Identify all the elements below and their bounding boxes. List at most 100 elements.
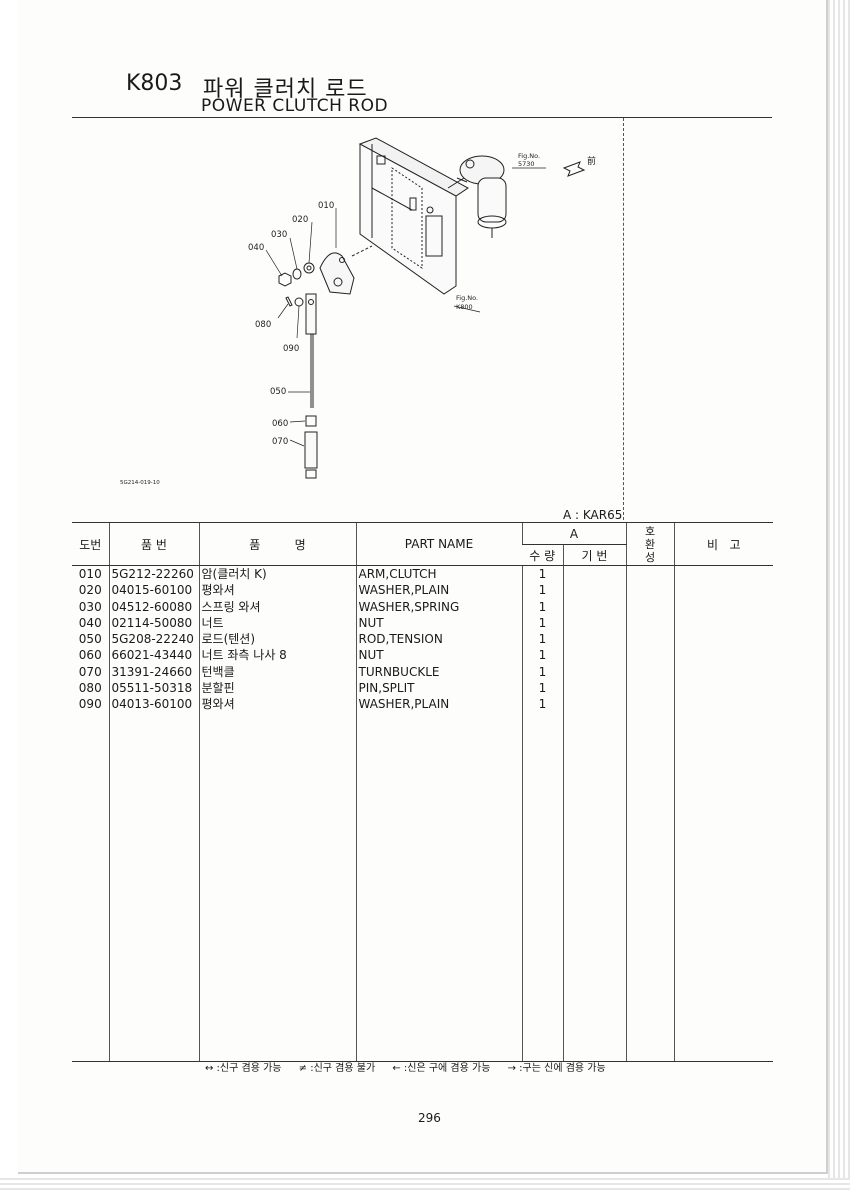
cell-qty: 1 [521,631,563,648]
cell-name-en: WASHER,PLAIN [355,696,522,713]
cell-name-ko: 너트 [198,614,356,632]
header-ref: 도번 [72,522,109,566]
nut-part [278,272,292,287]
cell-name-en: WASHER,SPRING [355,598,522,615]
cell-name-ko: 턴백클 [198,663,356,681]
cell-name-en: TURNBUCKLE [355,663,522,681]
cell-part-no: 04015-60100 [108,582,199,599]
cell-ref: 030 [78,599,102,614]
compatibility-legend: ↔ :신구 겸용 가능 ≠ :신구 겸용 불가 ← :신은 구에 겸용 가능 →… [205,1059,620,1074]
cell-qty: 1 [521,696,563,713]
header-remarks: 비 고 [673,522,773,566]
turnbuckle-part [304,431,318,469]
page-stack-edge-bottom [0,1178,850,1190]
cell-part-no: 5G212-22260 [108,565,199,583]
cell-ref: 040 [78,615,102,630]
legend-new-to-old: ← :신은 구에 겸용 가능 [392,1063,491,1074]
callout-080: 080 [255,320,271,330]
nut-left-thread-part [305,415,317,427]
callout-040: 040 [248,243,264,253]
cell-qty: 1 [521,582,563,599]
title-rule [72,117,772,118]
tension-rod-part [305,293,317,408]
section-title-english: POWER CLUTCH ROD [201,96,389,116]
cell-part-no: 31391-24660 [108,663,199,681]
callout-050: 050 [270,387,286,397]
cell-name-ko: 분할핀 [198,680,356,697]
header-qty: 수 량 [522,544,563,566]
cell-part-no: 05511-50318 [108,680,199,697]
turnbuckle-end [305,469,317,479]
cell-ref: 020 [78,583,102,598]
cell-ref: 090 [78,697,102,712]
callout-060: 060 [272,419,288,429]
table-row: 040 02114-50080 너트 NUT 1 [72,614,773,632]
table-row: 020 04015-60100 평와셔 WASHER,PLAIN 1 [72,582,773,599]
page-number: 296 [418,1111,441,1125]
cell-part-no: 02114-50080 [108,614,199,632]
cell-name-en: NUT [355,647,522,664]
cell-name-en: ROD,TENSION [355,631,522,648]
table-row: 010 5G212-22260 암(클러치 K) ARM,CLUTCH 1 [72,565,773,583]
washer-plain-part [303,262,315,274]
fig-ref-k800: K800 [456,303,473,311]
cell-qty: 1 [521,663,563,681]
table-row: 090 04013-60100 평와셔 WASHER,PLAIN 1 [72,696,773,713]
section-title-korean: 파워 클러치 로드 [203,77,368,102]
table-row: 070 31391-24660 턴백클 TURNBUCKLE 1 [72,663,773,681]
cell-part-no: 04512-60080 [108,598,199,615]
legend-old-to-new: → :구는 신에 겸용 가능 [507,1063,606,1074]
front-arrow-icon [562,161,586,177]
header-name-ko: 품 명 [198,522,356,566]
cell-name-ko: 스프링 와셔 [198,598,356,615]
cell-name-ko: 너트 좌측 나사 8 [198,647,356,664]
table-row: 060 66021-43440 너트 좌측 나사 8 NUT 1 [72,647,773,664]
callout-020: 020 [292,215,308,225]
cell-qty: 1 [521,598,563,615]
cell-part-no: 5G208-22240 [108,631,199,648]
cell-name-en: ARM,CLUTCH [355,565,522,583]
callout-010: 010 [318,201,334,211]
cell-name-ko: 암(클러치 K) [198,565,356,583]
cell-name-ko: 로드(텐션) [198,631,356,648]
header-group-a: A [521,522,626,545]
header-part-name: PART NAME [355,522,522,566]
fig-label-top: Fig.No. [518,152,540,160]
cell-ref: 060 [78,648,102,663]
callout-030: 030 [271,230,287,240]
cell-name-en: WASHER,PLAIN [355,582,522,599]
section-code: K803 [126,71,183,96]
page-stack-edge-right [828,0,850,1190]
dashed-divider [623,118,624,520]
split-pin-part [285,296,293,307]
washer-spring-part [292,268,302,280]
cell-qty: 1 [521,614,563,632]
cell-ref: 080 [78,681,102,696]
header-compat: 호 환 성 [625,522,674,566]
cell-qty: 1 [521,680,563,697]
table-empty-area [72,712,773,1062]
table-row: 030 04512-60080 스프링 와셔 WASHER,SPRING 1 [72,598,773,615]
callout-070: 070 [272,437,288,447]
cell-part-no: 04013-60100 [108,696,199,713]
cell-part-no: 66021-43440 [108,647,199,664]
callout-090: 090 [283,344,299,354]
fig-label-side: Fig.No. [456,294,478,302]
cell-ref: 050 [78,632,102,647]
mounting-bracket [358,137,469,295]
table-row: 050 5G208-22240 로드(텐션) ROD,TENSION 1 [72,631,773,648]
cell-qty: 1 [521,647,563,664]
motor-assembly [447,155,507,238]
drawing-number: 5G214-019-10 [120,480,160,486]
header-part-no: 품 번 [108,522,199,566]
cell-ref: 070 [78,664,102,679]
variant-note: A : KAR65 [563,508,623,522]
arm-clutch-part [319,245,373,295]
legend-both-ways: ↔ :신구 겸용 가능 [205,1063,282,1074]
cell-name-ko: 평와셔 [198,696,356,713]
washer-plain-lower-part [294,297,304,307]
cell-name-en: PIN,SPLIT [355,680,522,697]
cell-ref: 010 [78,567,102,581]
cell-name-en: NUT [355,614,522,632]
table-row: 080 05511-50318 분할핀 PIN,SPLIT 1 [72,680,773,697]
